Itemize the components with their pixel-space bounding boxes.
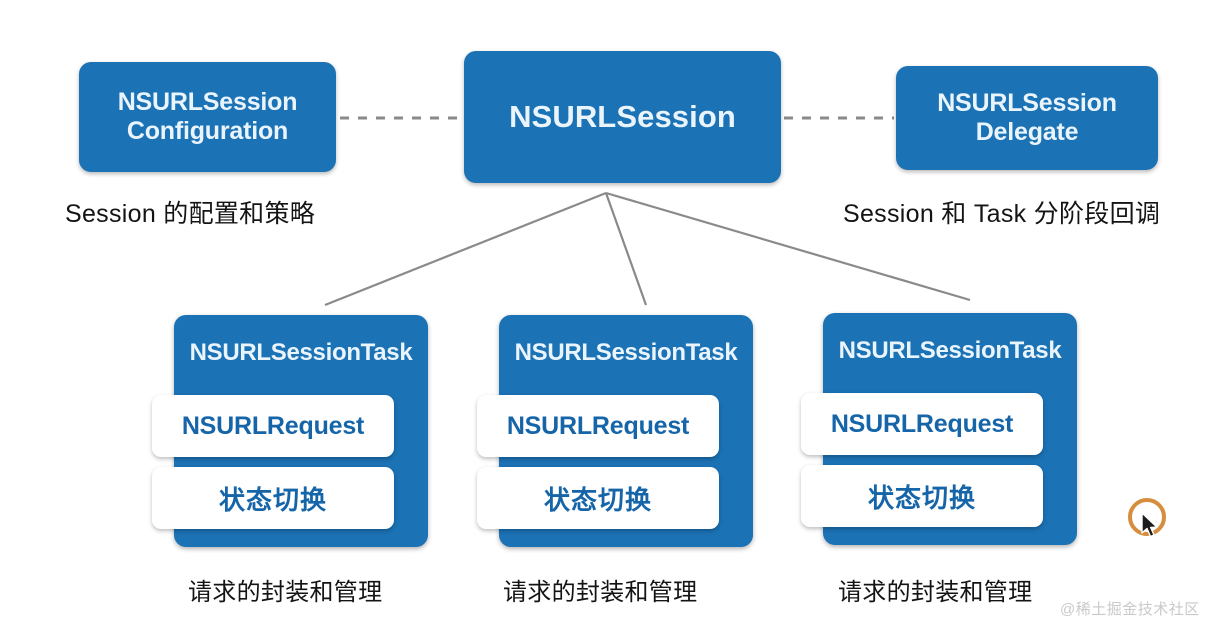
task-3-request-card[interactable]: NSURLRequest: [801, 393, 1043, 455]
caption-task-1: 请求的封装和管理: [188, 579, 383, 606]
loading-ring-icon: [1128, 498, 1166, 536]
mouse-cursor-icon: [1141, 512, 1158, 538]
task-2-request-card[interactable]: NSURLRequest: [477, 395, 719, 457]
task-3-state-card[interactable]: 状态切换: [801, 465, 1043, 527]
node-nsurlsession-configuration[interactable]: NSURLSession Configuration: [79, 62, 336, 172]
task-2-state-label: 状态切换: [543, 484, 652, 515]
task-title-2: NSURLSessionTask: [514, 339, 738, 366]
caption-delegate: Session 和 Task 分阶段回调: [843, 200, 1161, 228]
task-1-state-label: 状态切换: [218, 484, 327, 515]
task-1-state-card[interactable]: 状态切换: [152, 467, 394, 529]
task-group-2: NSURLSessionTask NSURLRequest 状态切换: [477, 307, 753, 547]
caption-task-2: 请求的封装和管理: [503, 579, 698, 606]
task-2-request-label: NSURLRequest: [506, 411, 690, 440]
task-1-request-card[interactable]: NSURLRequest: [152, 395, 394, 457]
node-nsurlsession-configuration-label: NSURLSession Configuration: [117, 87, 298, 146]
task-group-1: NSURLSessionTask NSURLRequest 状态切换: [152, 307, 428, 547]
task-2-state-card[interactable]: 状态切换: [477, 467, 719, 529]
task-title-3: NSURLSessionTask: [838, 337, 1062, 364]
fan-connector-2: [604, 192, 648, 306]
node-nsurlsession-label: NSURLSession: [509, 98, 736, 134]
task-1-request-label: NSURLRequest: [181, 411, 365, 440]
node-nsurlsession-delegate[interactable]: NSURLSession Delegate: [896, 66, 1158, 170]
task-title-1: NSURLSessionTask: [189, 339, 413, 366]
node-nsurlsession-delegate-label: NSURLSession Delegate: [937, 88, 1117, 147]
node-nsurlsession[interactable]: NSURLSession: [464, 51, 781, 183]
task-3-state-label: 状态切换: [867, 482, 976, 513]
caption-task-3: 请求的封装和管理: [838, 579, 1033, 606]
caption-configuration: Session 的配置和策略: [65, 200, 316, 228]
fan-connector-1: [324, 191, 607, 307]
watermark-text: @稀土掘金技术社区: [1060, 601, 1200, 618]
task-group-3: NSURLSessionTask NSURLRequest 状态切换: [801, 305, 1077, 545]
task-3-request-label: NSURLRequest: [830, 409, 1014, 438]
